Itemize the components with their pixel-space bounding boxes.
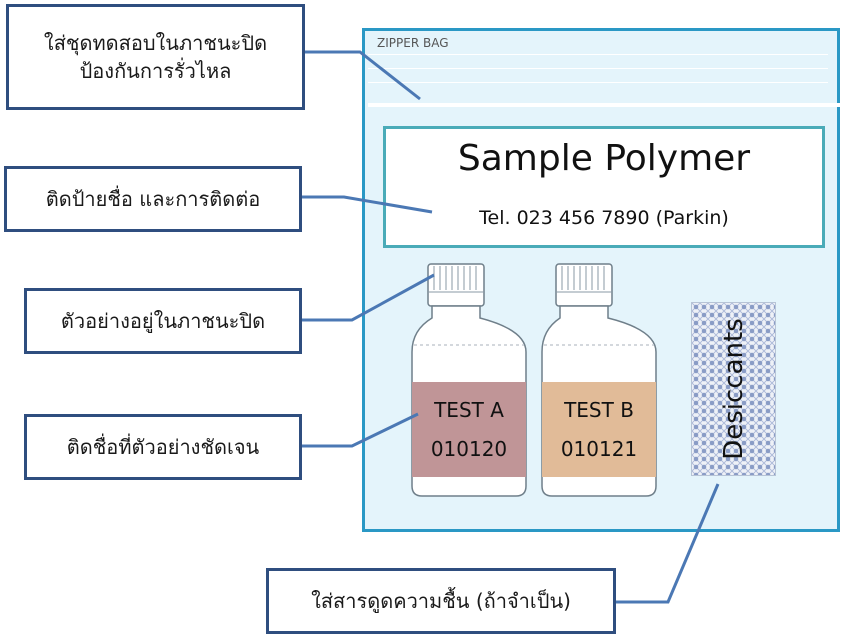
connector-sample xyxy=(302,273,435,322)
callout-naming-text: ติดชื่อที่ตัวอย่างชัดเจน xyxy=(66,435,260,459)
name-label xyxy=(383,126,825,248)
bag-seal-line xyxy=(368,54,828,55)
callout-container-line-2: ป้องกันการรั่วไหล xyxy=(79,59,232,83)
bottle-a-name: TEST A xyxy=(434,397,504,422)
bottle-a-label: TEST A 010120 xyxy=(412,382,526,477)
bottle-b-label: TEST B 010121 xyxy=(542,382,656,477)
bottle-b-code: 010121 xyxy=(560,437,638,462)
bag-title: ZIPPER BAG xyxy=(377,36,449,50)
connector-label xyxy=(302,195,433,214)
callout-container: ใส่ชุดทดสอบในภาชนะปิด ป้องกันการรั่วไหล xyxy=(6,4,305,110)
bottle-a-cap-ridges xyxy=(428,266,484,293)
callout-naming: ติดชื่อที่ตัวอย่างชัดเจน xyxy=(24,414,302,480)
bag-zipper xyxy=(368,103,840,107)
callout-desiccant: ใส่สารดูดความชื้น (ถ้าจำเป็น) xyxy=(266,568,616,634)
callout-label-text: ติดป้ายชื่อ และการติดต่อ xyxy=(45,187,261,211)
callout-container-line-1: ใส่ชุดทดสอบในภาชนะปิด xyxy=(43,31,268,55)
callout-sample: ตัวอย่างอยู่ในภาชนะปิด xyxy=(24,288,302,354)
bottle-b-cap-ridges xyxy=(556,266,612,293)
label-telephone: Tel. 023 456 7890 (Parkin) xyxy=(479,207,729,229)
connector-container xyxy=(305,50,421,101)
desiccant-packet xyxy=(691,302,776,476)
callout-sample-text: ตัวอย่างอยู่ในภาชนะปิด xyxy=(60,309,266,333)
callout-desiccant-text: ใส่สารดูดความชื้น (ถ้าจำเป็น) xyxy=(311,589,571,613)
bottle-b-name: TEST B xyxy=(564,397,634,422)
callout-label: ติดป้ายชื่อ และการติดต่อ xyxy=(4,166,302,232)
connector-desiccant xyxy=(616,483,720,604)
bag-seal-line xyxy=(368,82,828,83)
label-title: Sample Polymer xyxy=(457,138,751,179)
bag-seal-line xyxy=(368,68,828,69)
bottle-a-code: 010120 xyxy=(430,437,508,462)
connector-naming xyxy=(302,412,419,448)
